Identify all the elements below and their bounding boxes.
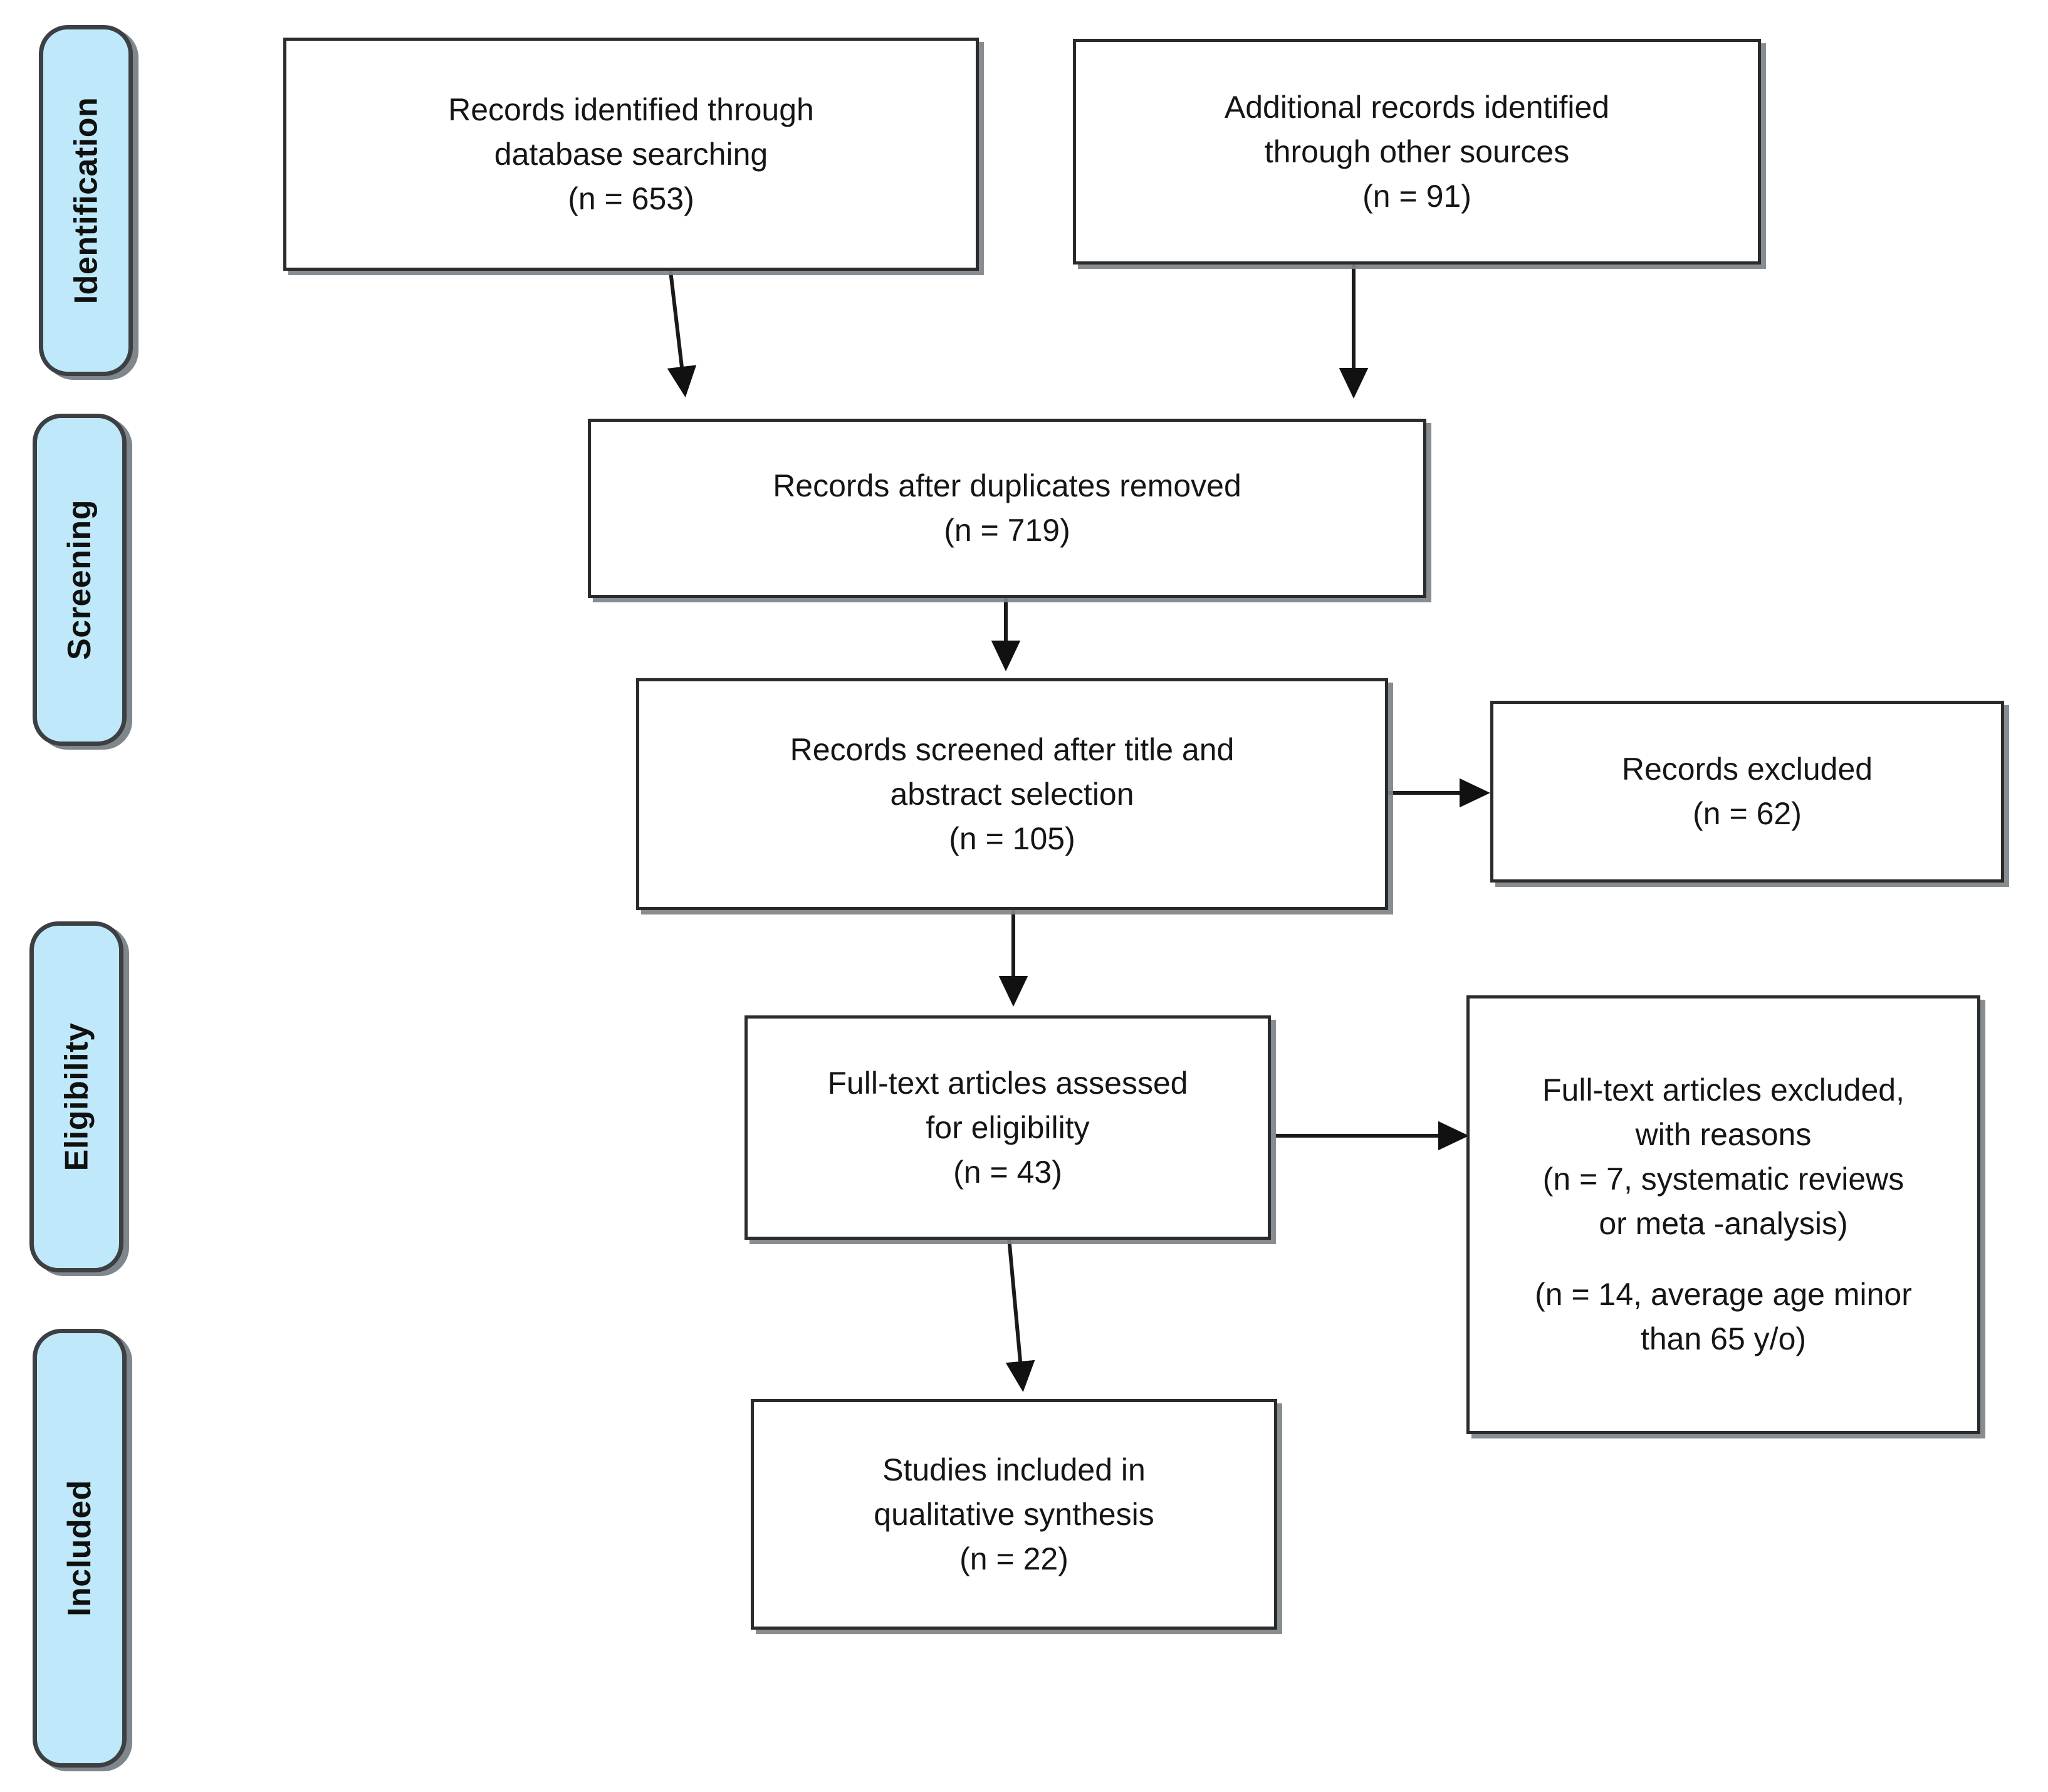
box-records-identified[interactable]: Records identified through database sear… bbox=[283, 38, 979, 271]
box-line: (n = 91) bbox=[1362, 178, 1471, 214]
box-line: abstract selection bbox=[890, 776, 1134, 812]
stage-identification[interactable]: Identification bbox=[39, 25, 133, 376]
box-line: (n = 7, systematic reviews bbox=[1542, 1161, 1904, 1197]
stage-eligibility-label: Eligibility bbox=[58, 1022, 95, 1171]
box-line: or meta -analysis) bbox=[1599, 1206, 1848, 1241]
stage-included[interactable]: Included bbox=[33, 1329, 127, 1768]
arrow-identified-to-duplicates bbox=[667, 271, 697, 397]
box-line: Records screened after title and bbox=[790, 731, 1235, 767]
stage-screening[interactable]: Screening bbox=[33, 414, 127, 746]
box-line: database searching bbox=[494, 136, 768, 172]
box-line: (n = 22) bbox=[959, 1541, 1068, 1576]
box-line: (n = 105) bbox=[949, 820, 1075, 856]
box-records-excluded[interactable]: Records excluded (n = 62) bbox=[1490, 701, 2004, 883]
box-additional-records[interactable]: Additional records identified through ot… bbox=[1073, 39, 1761, 265]
box-line: Studies included in bbox=[882, 1452, 1146, 1487]
box-line: (n = 62) bbox=[1693, 796, 1802, 831]
box-line: Full-text articles assessed bbox=[827, 1065, 1188, 1101]
box-records-screened[interactable]: Records screened after title and abstrac… bbox=[636, 678, 1388, 910]
stage-eligibility[interactable]: Eligibility bbox=[29, 921, 123, 1272]
arrow-fulltext-to-included bbox=[1005, 1237, 1035, 1392]
box-line: than 65 y/o) bbox=[1640, 1321, 1807, 1356]
stage-identification-label: Identification bbox=[68, 97, 104, 305]
box-duplicates-removed[interactable]: Records after duplicates removed (n = 71… bbox=[588, 419, 1426, 598]
box-line: Records after duplicates removed bbox=[773, 468, 1241, 503]
box-line: qualitative synthesis bbox=[874, 1496, 1154, 1532]
box-studies-included[interactable]: Studies included in qualitative synthesi… bbox=[751, 1399, 1277, 1630]
box-line: for eligibility bbox=[926, 1109, 1090, 1145]
box-line: Records identified through bbox=[448, 92, 814, 127]
box-line: Additional records identified bbox=[1224, 89, 1610, 125]
box-line: Records excluded bbox=[1621, 752, 1873, 787]
box-line: (n = 719) bbox=[944, 513, 1070, 548]
box-line: (n = 653) bbox=[568, 181, 694, 216]
box-line: (n = 43) bbox=[953, 1154, 1062, 1190]
box-fulltext-assessed[interactable]: Full-text articles assessed for eligibil… bbox=[744, 1015, 1271, 1240]
box-fulltext-excluded[interactable]: Full-text articles excluded, with reason… bbox=[1466, 995, 1980, 1434]
box-line: (n = 14, average age minor bbox=[1535, 1277, 1912, 1312]
box-line: with reasons bbox=[1635, 1117, 1812, 1152]
stage-included-label: Included bbox=[61, 1480, 98, 1616]
box-line: Full-text articles excluded, bbox=[1542, 1072, 1904, 1108]
box-line: through other sources bbox=[1264, 134, 1570, 169]
stage-screening-label: Screening bbox=[61, 500, 98, 660]
